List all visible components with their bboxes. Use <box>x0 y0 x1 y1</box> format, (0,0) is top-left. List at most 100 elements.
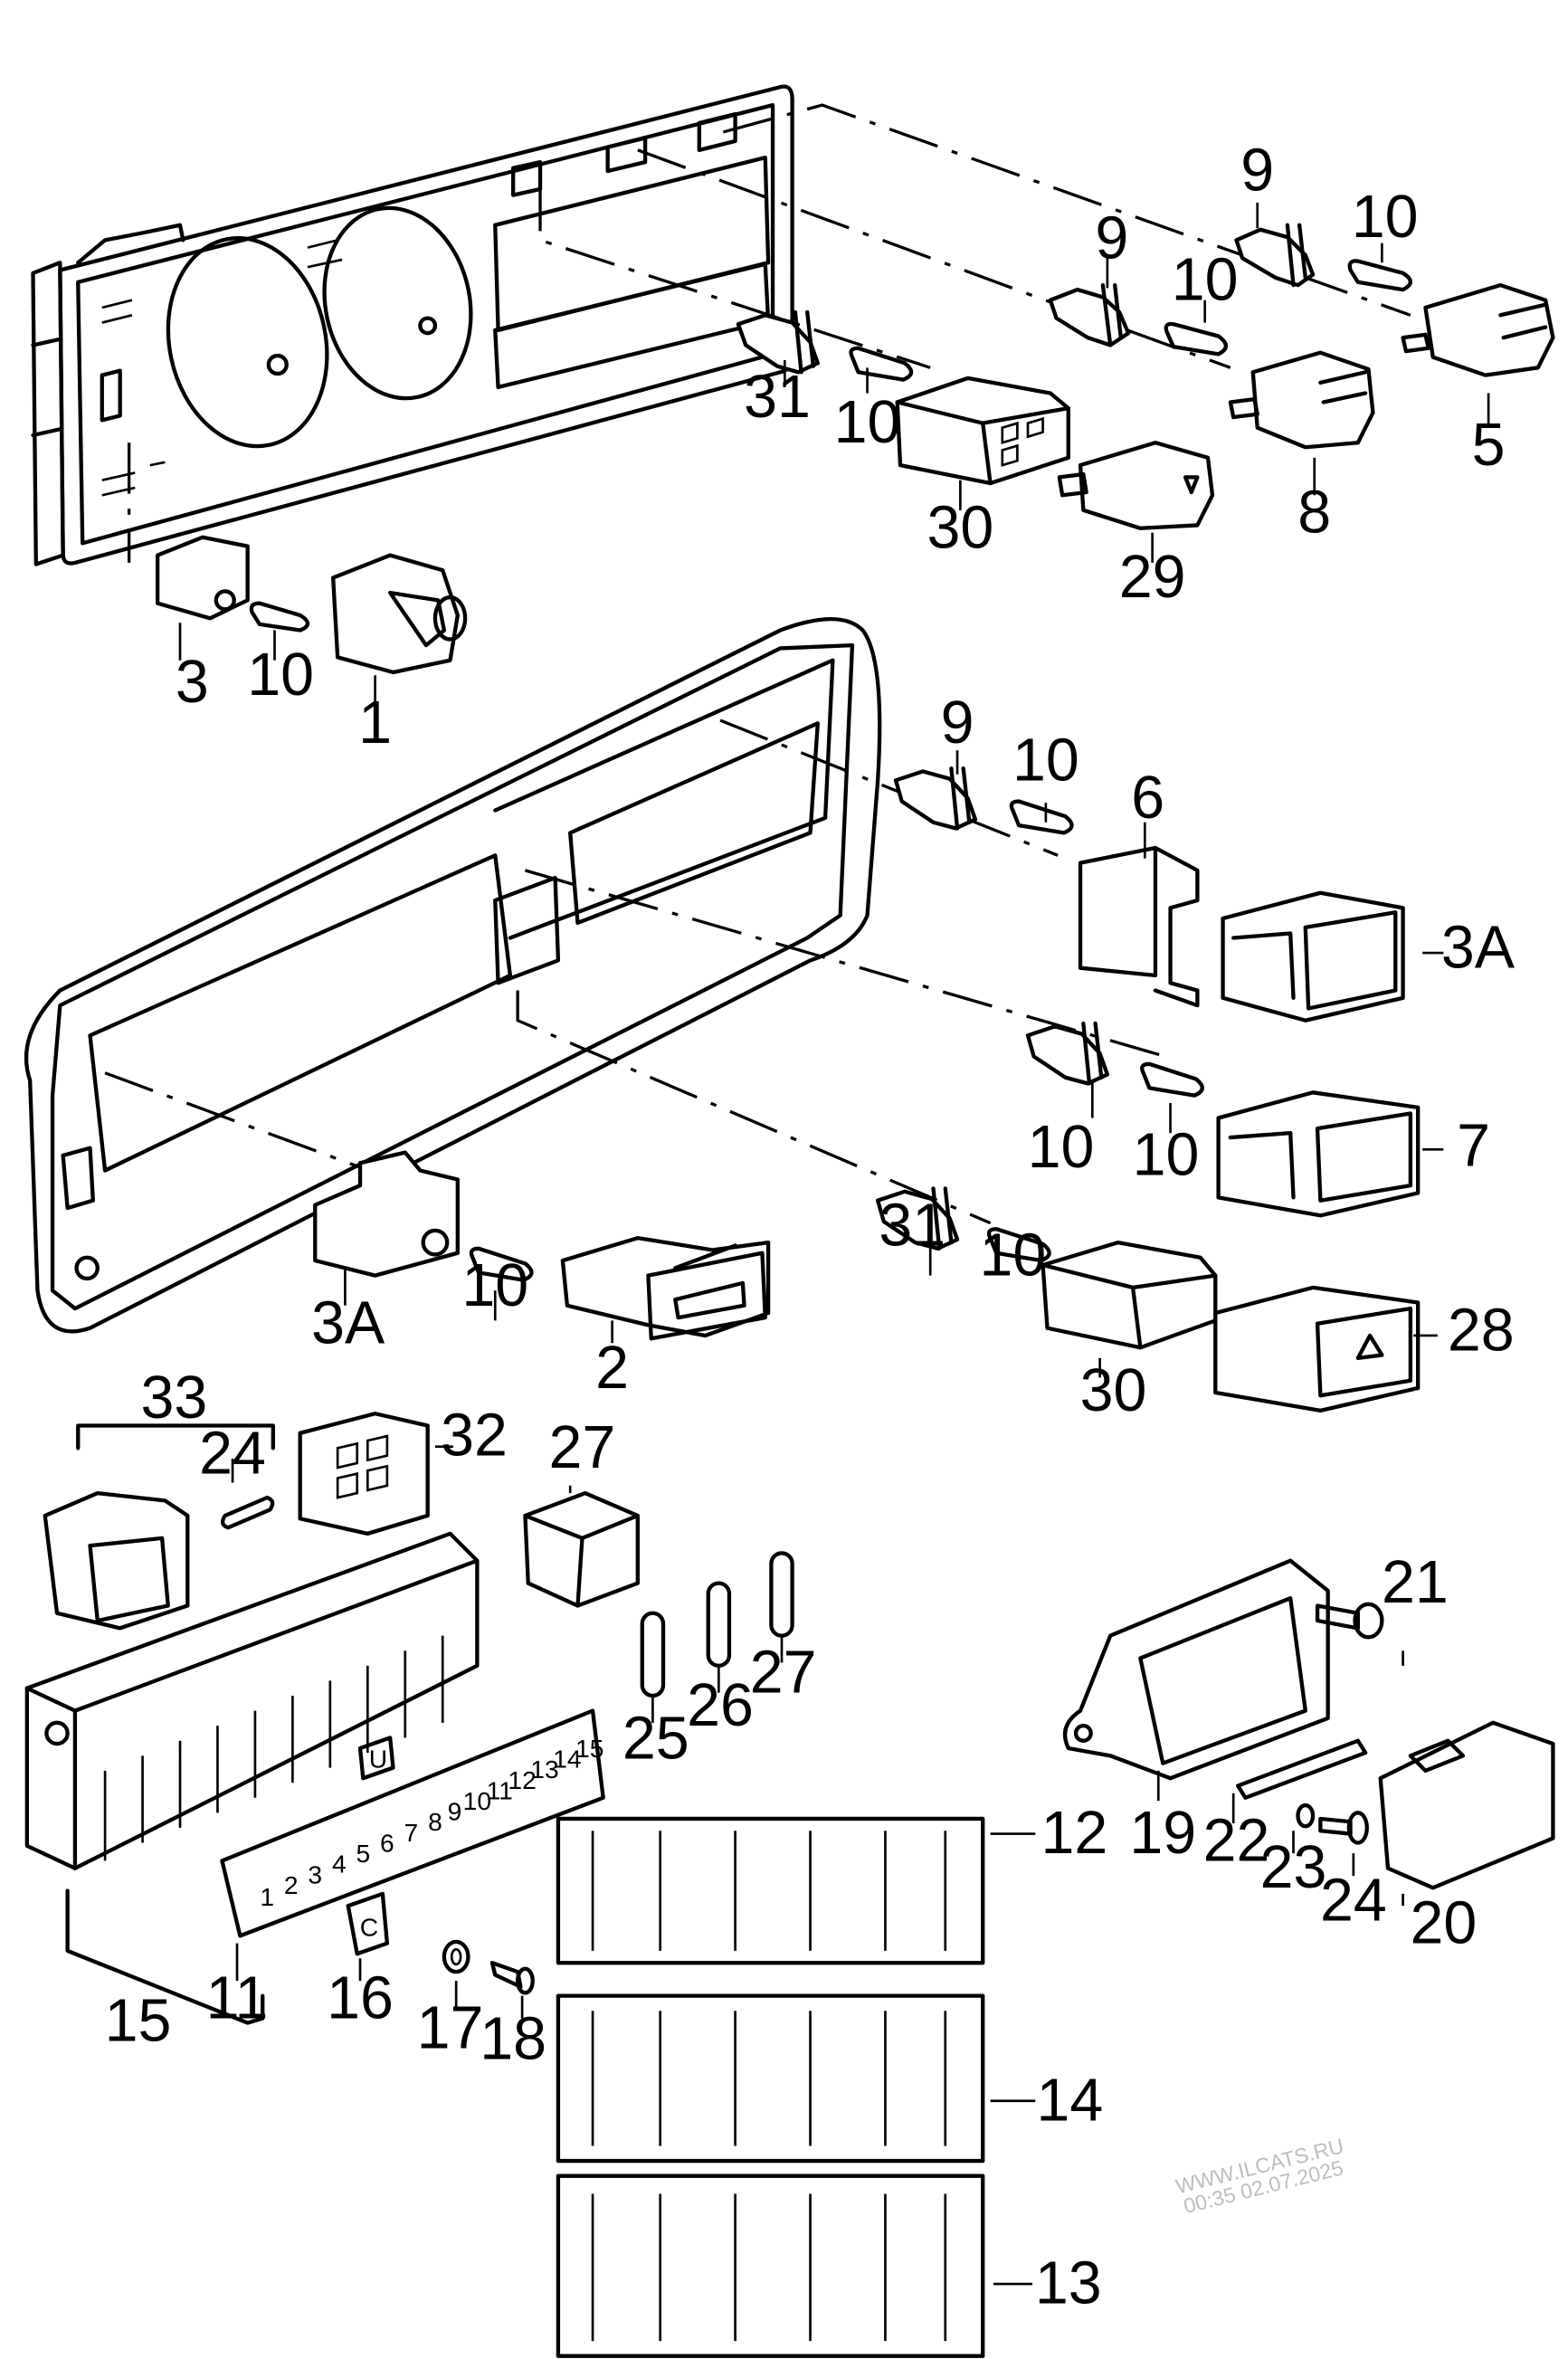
callout-17: 18 <box>480 2005 546 2072</box>
callout-19: 20 <box>1410 1890 1477 1957</box>
callout-9: 9 <box>1240 138 1274 205</box>
svg-text:13: 13 <box>530 1755 558 1784</box>
callout-27: 27 <box>549 1414 616 1481</box>
callout-20: 21 <box>1382 1549 1449 1616</box>
bracket-u: U <box>357 1736 395 1781</box>
callout-4: 3A <box>1441 915 1516 982</box>
screw-17 <box>489 1961 535 1995</box>
callout-labels: 9 10 9 10 31 10 5 8 29 30 3 10 1 9 10 6 … <box>105 138 1516 2317</box>
callout-31: 31 <box>744 364 811 431</box>
instrument-cluster-panel <box>31 84 794 566</box>
washer-16 <box>442 1939 470 1974</box>
callout-30: 30 <box>927 494 993 561</box>
fuse-cover-13 <box>556 1993 985 2164</box>
screw-23 <box>1318 1811 1369 1845</box>
svg-text:6: 6 <box>380 1828 394 1857</box>
callout-22: 23 <box>1260 1834 1327 1901</box>
callout-3a: 3A <box>311 1289 385 1356</box>
callout-2: 2 <box>595 1335 629 1402</box>
callout-10: 10 <box>1172 247 1239 314</box>
svg-text:U: U <box>369 1745 387 1774</box>
fuse-strip-11: 1 2 3 4 5 6 7 8 9 10 11 12 13 14 15 <box>220 1708 605 1938</box>
watermark: WWW.ILCATS.RU 00:35 02.07.2025 <box>1174 2134 1346 2218</box>
bulb-holder-31-top <box>736 309 820 375</box>
callout-10: 10 <box>461 1252 528 1319</box>
bulb-10-lower-a <box>1009 799 1074 835</box>
bulb-10-mid <box>1164 321 1229 357</box>
callout-1: 1 <box>358 690 392 756</box>
callout-9: 9 <box>1095 205 1128 271</box>
relay-base-30-top <box>895 376 1070 486</box>
callout-32: 32 <box>441 1403 508 1470</box>
washer-22 <box>1296 1803 1316 1829</box>
switch-5 <box>1401 282 1555 377</box>
relay-33 <box>43 1490 190 1631</box>
callout-9: 9 <box>941 690 974 756</box>
svg-text:14: 14 <box>553 1745 581 1774</box>
clip-15: C <box>346 1891 390 1956</box>
callout-3: 3 <box>176 649 209 716</box>
relay-27 <box>523 1490 640 1608</box>
callout-10: 10 <box>834 389 901 456</box>
svg-text:3: 3 <box>308 1860 322 1888</box>
bracket-14 <box>65 1888 265 2025</box>
callout-12: 13 <box>1035 2250 1102 2317</box>
bulb-10-lower-b <box>1140 1061 1204 1098</box>
switch-1 <box>331 553 468 675</box>
callout-24: 25 <box>622 1706 689 1773</box>
switch-29 <box>1057 441 1215 530</box>
svg-text:9: 9 <box>448 1797 462 1826</box>
callout-5: 5 <box>1472 412 1506 479</box>
bulb-holder-31-lower <box>875 1186 960 1251</box>
fuse-25 <box>706 1581 732 1668</box>
callout-15: 16 <box>327 1965 394 2032</box>
fuse-cover-12 <box>556 2174 985 2358</box>
screw-20 <box>1315 1602 1384 1640</box>
callout-7: 7 <box>1457 1113 1490 1180</box>
svg-text:15: 15 <box>575 1734 603 1763</box>
callout-16: 17 <box>417 1995 484 2062</box>
callout-6: 6 <box>1131 765 1164 832</box>
headlight-switch-2 <box>560 1236 771 1341</box>
svg-text:5: 5 <box>356 1839 370 1868</box>
callout-11: 12 <box>1041 1800 1108 1867</box>
bulb-10-upper-left <box>849 346 914 382</box>
leader-line <box>719 718 1059 857</box>
callout-9: 10 <box>1028 1114 1095 1181</box>
svg-text:1: 1 <box>260 1882 274 1911</box>
callout-10: 10 <box>1352 184 1419 251</box>
callout-31: 31 <box>879 1192 946 1259</box>
svg-text:12: 12 <box>508 1765 536 1794</box>
callout-30: 30 <box>1080 1357 1147 1424</box>
callout-25: 26 <box>687 1672 754 1739</box>
bulb-10-top <box>1347 259 1412 292</box>
svg-text:8: 8 <box>428 1807 442 1836</box>
callout-10: 10 <box>980 1222 1047 1289</box>
callout-28: 28 <box>1448 1298 1515 1365</box>
bulb-holder-9-top <box>1234 223 1316 288</box>
callout-26: 27 <box>750 1640 817 1707</box>
relay-holder-18 <box>1063 1558 1330 1781</box>
switch-8 <box>1228 350 1375 450</box>
callout-14: 15 <box>105 1987 172 2054</box>
callout-11: 11 <box>206 1965 269 2032</box>
dash-trim-panel <box>24 617 882 1334</box>
svg-text:C: C <box>360 1912 378 1941</box>
callout-33: 33 <box>140 1365 207 1432</box>
svg-text:11: 11 <box>487 1775 513 1804</box>
bulb-holder-9-lower <box>893 766 978 831</box>
leader-line <box>538 180 931 369</box>
fuse-cover-11 <box>556 1816 985 1965</box>
fuse-24-small <box>220 1495 275 1530</box>
svg-text:2: 2 <box>284 1870 299 1899</box>
relay-base-32 <box>298 1412 430 1536</box>
bulb-holder-9-lower-b <box>1025 1021 1110 1086</box>
bulb-10-lower-c <box>986 1227 1051 1263</box>
fuse-slot-labels: 1 2 3 4 5 6 7 8 9 10 11 12 13 14 15 <box>260 1734 603 1911</box>
relay-base-3 <box>155 535 250 621</box>
callout-13: 14 <box>1037 2067 1104 2134</box>
bulb-10-left-top <box>249 601 310 633</box>
bracket-33 <box>76 1423 275 1451</box>
svg-text:7: 7 <box>404 1818 419 1847</box>
